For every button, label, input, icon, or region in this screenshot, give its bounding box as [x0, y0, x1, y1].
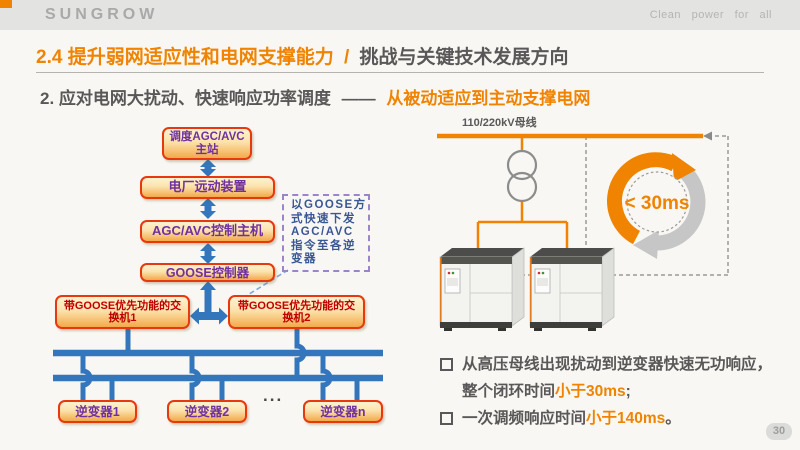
goose-note-line: 以GOOSE方 — [291, 199, 367, 211]
double-arrow-icon — [200, 243, 216, 264]
bullet-item-1: 从高压母线出现扰动到逆变器快速无功响应， 整个闭环时间小于30ms; — [440, 351, 796, 405]
corner-accent-mark — [0, 0, 12, 8]
goose-note-line: 式快速下发 — [291, 212, 356, 225]
title-rest: 挑战与关键技术发展方向 — [359, 47, 569, 68]
flow-box-label: 带GOOSE优先功能的交 — [63, 299, 182, 312]
flow-box-label: 逆变器1 — [75, 404, 120, 419]
flow-box-remote-device: 电厂远动装置 — [140, 176, 275, 199]
hv-circuit-lines — [437, 133, 703, 249]
header-bar — [0, 0, 800, 30]
page-number-badge: 30 — [766, 423, 792, 440]
inverter-cabinet — [439, 247, 525, 331]
key-points: 从高压母线出现扰动到逆变器快速无功响应， 整个闭环时间小于30ms; 一次调频响… — [440, 351, 796, 432]
flow-box-inverter1: 逆变器1 — [58, 400, 137, 423]
goose-note-line: 指令至各逆 — [291, 239, 356, 252]
flow-box-label: 带GOOSE优先功能的交 — [237, 299, 356, 312]
flow-box-label: 主站 — [195, 143, 219, 156]
flow-box-label: 换机1 — [108, 312, 137, 324]
flow-box-label: AGC/AVC控制主机 — [152, 223, 263, 239]
header-tagline: Clean power for all — [649, 9, 772, 21]
bullet-item-2: 一次调频响应时间小于140ms。 — [440, 405, 796, 432]
sungrow-logo: SUNGROW — [45, 6, 159, 23]
slide-subtitle: 2. 应对电网大扰动、快速响应功率调度 —— 从被动适应到主动支撑电网 — [40, 84, 590, 109]
goose-note-box: 以GOOSE方 式快速下发 AGC/AVC 指令至各逆 变器 — [282, 194, 370, 272]
double-arrow-icon — [200, 159, 216, 177]
ellipsis-dots: ... — [263, 386, 284, 405]
bullet-text: 从高压母线出现扰动到逆变器快速无功响应， 整个闭环时间小于30ms; — [462, 351, 772, 405]
flow-box-label: 换机2 — [282, 312, 311, 324]
bullet-text: 一次调频响应时间小于140ms。 — [462, 405, 681, 432]
transformer-icon — [506, 149, 538, 203]
orange-arrowhead-icon — [672, 153, 696, 182]
gray-arrowhead-icon — [633, 230, 659, 259]
subtitle-highlight: 从被动适应到主动支撑电网 — [386, 89, 591, 108]
goose-note-line: 变器 — [291, 253, 317, 265]
dashed-arrowhead-icon — [703, 131, 712, 141]
bullet2-prefix: 一次调频响应时间 — [462, 410, 587, 427]
bullet1-line2-prefix: 整个闭环时间 — [462, 383, 556, 400]
flow-box-label: GOOSE控制器 — [165, 265, 250, 280]
flow-box-label: 电厂远动装置 — [168, 179, 247, 195]
flow-box-agc-avc-host: AGC/AVC控制主机 — [140, 220, 275, 243]
inverter1-drop-left — [80, 353, 93, 400]
title-separator: / — [343, 47, 350, 68]
up-arrow-icon — [200, 281, 216, 317]
title-section: 2.4 提升弱网适应性和电网支撑能力 — [36, 47, 334, 68]
flow-box-invertern: 逆变器n — [303, 400, 383, 423]
flowchart-connectors — [53, 159, 383, 400]
flow-box-label: 调度AGC/AVC — [169, 130, 245, 143]
flow-box-switch1: 带GOOSE优先功能的交 换机1 — [55, 295, 190, 329]
bullet2-highlight: 小于140ms — [586, 410, 666, 427]
flow-box-inverter2: 逆变器2 — [167, 400, 247, 423]
cycle-time-label: < 30ms — [625, 193, 690, 214]
bullet1-line1: 从高压母线出现扰动到逆变器快速无功响应， — [462, 356, 773, 373]
subtitle-dash: —— — [341, 89, 376, 108]
goose-note-line: AGC/AVC — [291, 226, 354, 238]
flow-box-goose-controller: GOOSE控制器 — [140, 263, 275, 282]
grid-diagram: 110/220kV母线 < 30ms — [437, 115, 729, 331]
cycle-arrow-icon: < 30ms — [607, 152, 706, 259]
inverter-cabinet — [529, 247, 615, 331]
slide-title: 2.4 提升弱网适应性和电网支撑能力 / 挑战与关键技术发展方向 — [36, 42, 569, 69]
square-bullet-icon — [440, 358, 453, 371]
title-divider — [36, 72, 764, 73]
horizontal-double-arrow-icon — [190, 307, 228, 325]
square-bullet-icon — [440, 412, 453, 425]
double-arrow-icon — [200, 198, 216, 219]
bullet1-suffix: ; — [625, 383, 631, 400]
flow-box-label: 逆变器n — [320, 404, 366, 419]
bullet1-line2: 整个闭环时间小于30ms; — [462, 378, 772, 405]
inverter2-drop-left — [189, 353, 202, 400]
double-arrow-icons — [190, 159, 228, 325]
network-bus-lines — [53, 328, 383, 400]
flow-box-dispatch-master: 调度AGC/AVC 主站 — [162, 127, 252, 160]
flow-box-switch2: 带GOOSE优先功能的交 换机2 — [228, 295, 365, 329]
bus-voltage-label: 110/220kV母线 — [462, 115, 537, 129]
invertern-drop-left — [320, 353, 333, 400]
subtitle-prefix: 2. 应对电网大扰动、快速响应功率调度 — [40, 89, 331, 108]
bullet1-highlight: 小于30ms — [555, 383, 626, 400]
bullet2-suffix: 。 — [665, 410, 681, 427]
flow-box-label: 逆变器2 — [184, 404, 230, 419]
